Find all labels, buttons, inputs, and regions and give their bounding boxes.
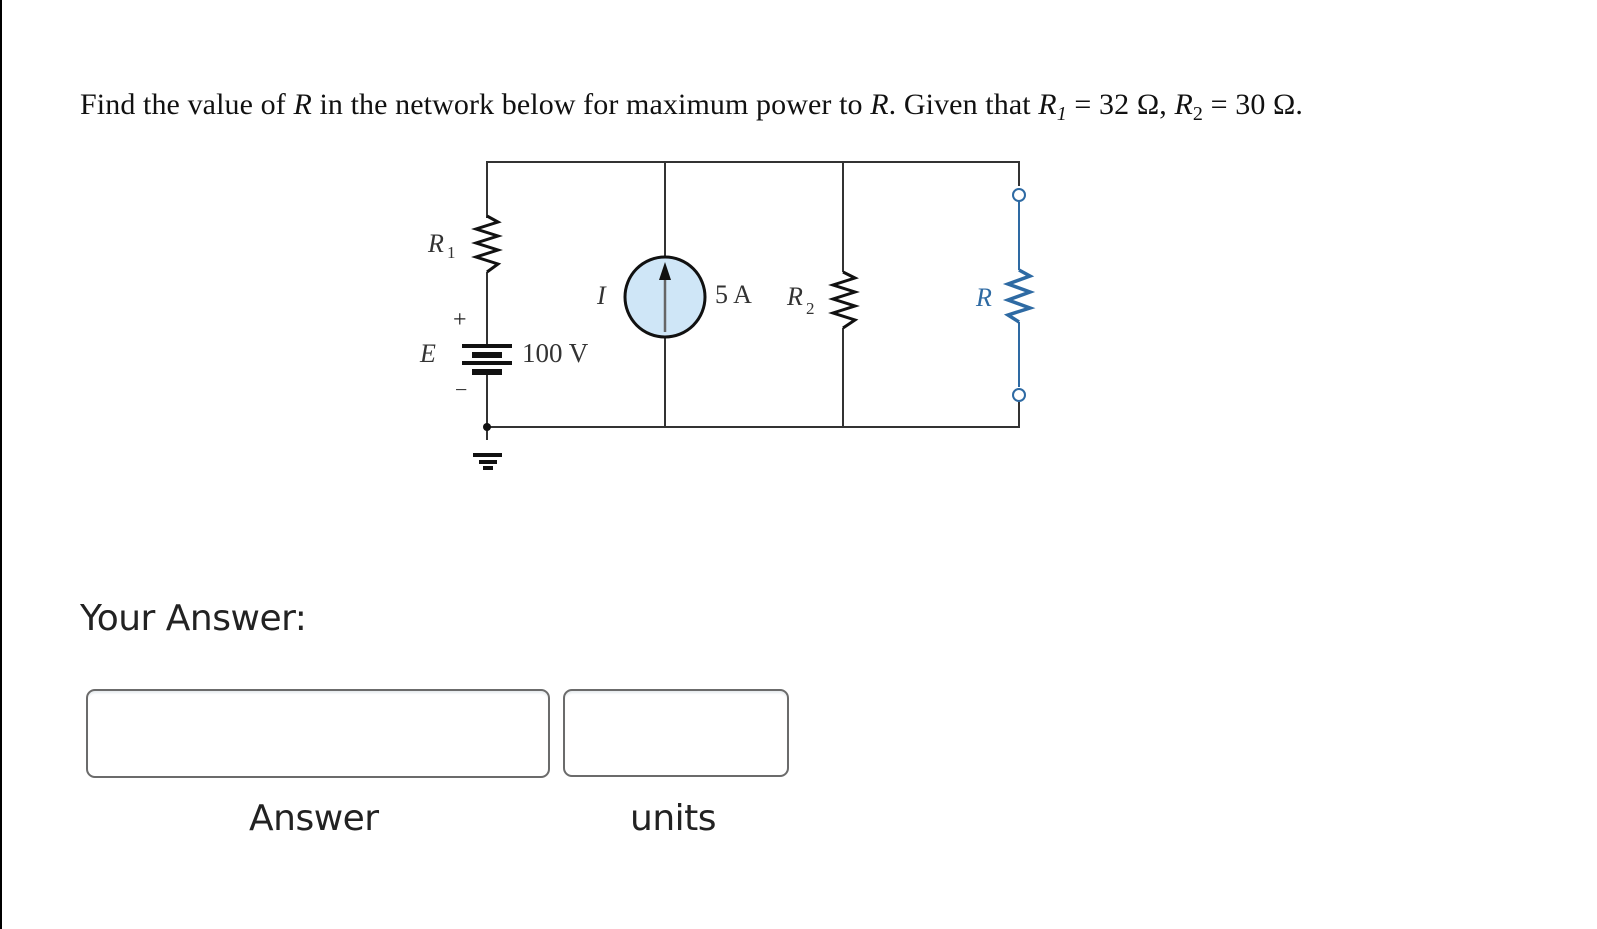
- current-source-label: I: [596, 281, 607, 310]
- question-r2-value: = 30 Ω.: [1203, 88, 1304, 121]
- top-wire: [486, 161, 1020, 218]
- r1-label-sub: 1: [447, 243, 456, 262]
- question-r2-symbol: R: [1174, 88, 1193, 121]
- junction-dot: [483, 423, 491, 431]
- r1-label: R: [427, 229, 444, 258]
- circuit-wires: [486, 161, 1020, 440]
- load-label: R: [975, 283, 992, 312]
- r2-label-sub: 2: [806, 299, 815, 318]
- question-given: . Given that: [888, 88, 1039, 121]
- units-label: units: [630, 798, 717, 839]
- answer-input[interactable]: [86, 689, 550, 778]
- battery-label: E: [419, 339, 436, 368]
- question-prefix: Find the value of: [80, 88, 294, 121]
- your-answer-heading: Your Answer:: [80, 598, 307, 639]
- question-text: Find the value of R in the network below…: [80, 88, 1304, 125]
- current-source-value: 5 A: [715, 280, 752, 309]
- battery-minus-sign: −: [455, 377, 467, 402]
- r2-label: R: [786, 282, 803, 311]
- question-var-r-second: R: [870, 88, 889, 121]
- bottom-wire: [487, 402, 1020, 428]
- question-r1-sub: 1: [1056, 103, 1067, 125]
- question-var-r: R: [293, 88, 312, 121]
- question-r1-symbol: R: [1038, 88, 1057, 121]
- battery-plus-sign: +: [453, 307, 467, 333]
- r2-resistor-icon: [828, 270, 860, 330]
- r1-resistor-icon: [471, 214, 503, 274]
- battery-value: 100 V: [522, 338, 589, 368]
- question-r1-value: = 32 Ω,: [1066, 88, 1175, 121]
- units-input[interactable]: [563, 689, 789, 777]
- load-terminal-top: [1012, 188, 1026, 202]
- current-source-icon: [623, 255, 707, 339]
- battery-icon: [462, 344, 512, 375]
- answer-label: Answer: [249, 798, 379, 839]
- page-left-border: [0, 0, 2, 929]
- question-middle: in the network below for maximum power t…: [311, 88, 871, 121]
- load-terminal-bottom: [1012, 388, 1026, 402]
- ground-icon: [473, 453, 502, 470]
- load-resistor-icon: [1002, 268, 1036, 324]
- question-r2-sub: 2: [1192, 103, 1203, 125]
